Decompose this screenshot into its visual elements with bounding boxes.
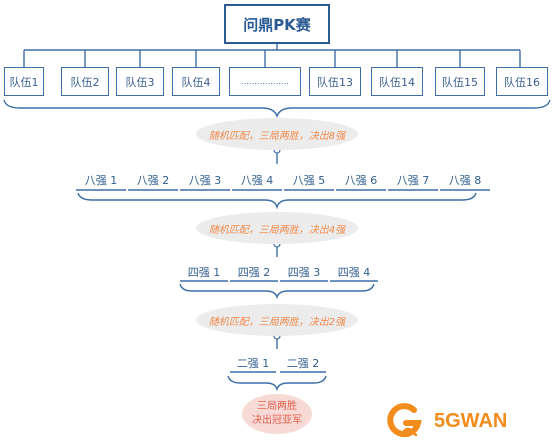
g-wifi-logo-icon <box>387 403 422 438</box>
rule-round3: 随机匹配，三局两胜，决出2强 <box>196 304 358 336</box>
top2-label-1: 二强 1 <box>236 357 270 370</box>
team-box-1: 队伍1 <box>4 67 44 96</box>
team-box-13: 队伍13 <box>309 67 361 96</box>
team-box-14: 队伍14 <box>371 67 423 96</box>
top4-label-3: 四强 3 <box>287 266 321 279</box>
team-box-15: 队伍15 <box>435 67 485 96</box>
top8-label-5: 八强 5 <box>292 174 326 187</box>
team-box-2: 队伍2 <box>61 67 109 96</box>
final-rule-line1: 三局两胜 <box>257 401 297 412</box>
top4-label-2: 四强 2 <box>237 266 271 279</box>
top8-label-8: 八强 8 <box>448 174 482 187</box>
tournament-title: 问鼎PK赛 <box>224 4 330 44</box>
rule-round1: 随机匹配，三局两胜，决出8强 <box>196 118 358 150</box>
brand-logo: 5GWAN <box>384 398 554 444</box>
top8-label-6: 八强 6 <box>344 174 378 187</box>
team-box-16: 队伍16 <box>496 67 548 96</box>
top8-label-7: 八强 7 <box>396 174 430 187</box>
top8-brace <box>77 192 477 210</box>
top2-label-2: 二强 2 <box>286 357 320 370</box>
logo-text: 5GWAN <box>434 409 508 432</box>
top8-label-1: 八强 1 <box>84 174 118 187</box>
final-rule-line2: 决出冠亚军 <box>252 415 302 426</box>
top4-label-4: 四强 4 <box>337 266 371 279</box>
team-box-4: 队伍4 <box>172 67 220 96</box>
top8-label-2: 八强 2 <box>136 174 170 187</box>
final-rule: 三局两胜 决出冠亚军 <box>242 394 312 434</box>
top4-brace <box>179 283 375 300</box>
top8-label-3: 八强 3 <box>188 174 222 187</box>
top4-label-1: 四强 1 <box>187 266 221 279</box>
rule-round2: 随机匹配，三局两胜，决出4强 <box>196 212 358 244</box>
teams-brace <box>3 99 551 118</box>
top8-label-4: 八强 4 <box>240 174 274 187</box>
team-box-ellipsis: ……………… <box>229 67 301 96</box>
team-box-3: 队伍3 <box>116 67 164 96</box>
top2-brace <box>227 375 327 392</box>
